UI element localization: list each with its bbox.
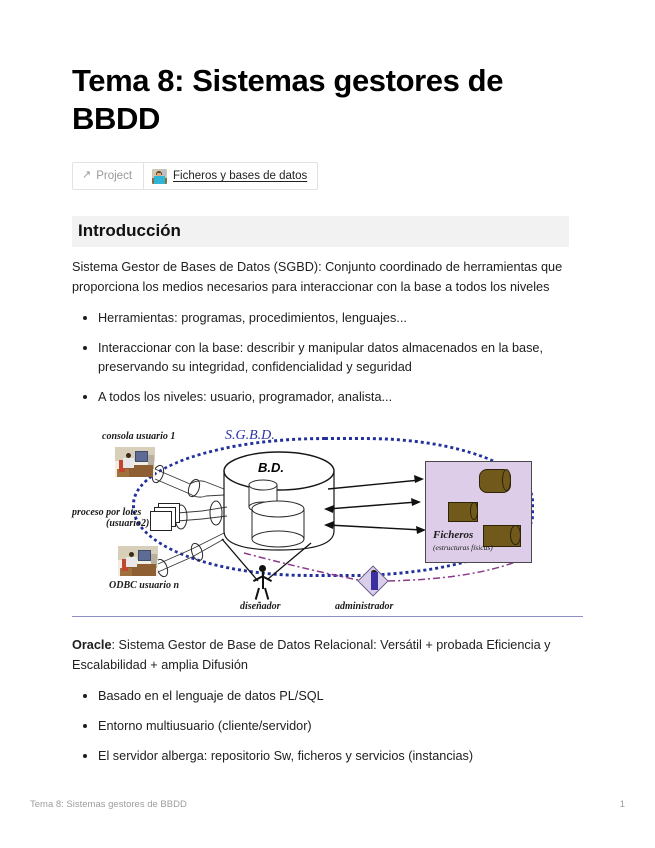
list-item: Basado en el lenguaje de datos PL/SQL (72, 687, 564, 706)
oracle-paragraph-text: : Sistema Gestor de Base de Datos Relaci… (72, 638, 551, 672)
page-title: Tema 8: Sistemas gestores de BBDD (72, 63, 504, 136)
page-footer: Tema 8: Sistemas gestores de BBDD 1 (30, 799, 625, 810)
workstation-icon (115, 447, 155, 477)
breadcrumb-project[interactable]: ↗ Project (73, 163, 145, 189)
diagram-label-consola: consola usuario 1 (102, 431, 176, 442)
sgbd-boundary-shape (132, 437, 534, 577)
breadcrumb-document-link[interactable]: Ficheros y bases de datos (173, 170, 308, 182)
list-item: Entorno multiusuario (cliente/servidor) (72, 717, 564, 736)
diagram-connector-lines (151, 451, 519, 583)
footer-page-number: 1 (619, 799, 625, 810)
diagram-label-bd: B.D. (258, 460, 284, 475)
file-cylinder (483, 525, 521, 547)
section-heading-introduccion: Introducción (72, 216, 569, 247)
administrator-icon (356, 565, 390, 597)
oracle-bullet-list: Basado en el lenguaje de datos PL/SQL En… (72, 687, 564, 766)
external-link-arrow-icon: ↗ (82, 168, 92, 181)
file-cylinder (479, 469, 511, 493)
diagram-label-ficheros: Ficheros (estructuras físicas) (433, 529, 493, 552)
figure-bottom-rule (72, 615, 583, 617)
diagram-label-sgbd: S.G.B.D. (225, 428, 275, 443)
diagram-label-proceso-lotes-2: (usuario2) (106, 518, 150, 529)
oracle-paragraph: Oracle: Sistema Gestor de Base de Datos … (72, 635, 572, 675)
footer-title: Tema 8: Sistemas gestores de BBDD (30, 799, 187, 810)
diagram-label-odbc: ODBC usuario n (109, 580, 180, 591)
breadcrumb-document[interactable]: Ficheros y bases de datos (144, 163, 317, 189)
sgbd-architecture-diagram: S.G.B.D. (72, 421, 583, 617)
intro-bullet-list: Herramientas: programas, procedimientos,… (72, 309, 564, 407)
document-thumbnail-icon (152, 168, 168, 184)
designer-figure-icon (252, 565, 274, 601)
file-cylinder (448, 502, 479, 522)
ficheros-box (425, 461, 532, 563)
breadcrumb: ↗ Project Ficheros y bases de datos (72, 162, 319, 190)
list-item: Interaccionar con la base: describir y m… (72, 339, 564, 377)
list-item: El servidor alberga: repositorio Sw, fic… (72, 747, 564, 766)
workstation-icon (118, 546, 158, 576)
breadcrumb-project-label: Project (96, 170, 133, 182)
list-item: Herramientas: programas, procedimientos,… (72, 309, 564, 328)
diagram-label-administrador: administrador (335, 601, 394, 612)
list-item: A todos los niveles: usuario, programado… (72, 388, 564, 407)
page-content: Tema 8: Sistemas gestores de BBDD ↗ Proj… (72, 62, 583, 777)
diagram-label-proceso-lotes-1: proceso por lotes (72, 507, 142, 518)
diagram-label-disenador: diseñador (240, 601, 281, 612)
intro-paragraph: Sistema Gestor de Bases de Datos (SGBD):… (72, 260, 563, 294)
oracle-lead-label: Oracle (72, 638, 112, 652)
